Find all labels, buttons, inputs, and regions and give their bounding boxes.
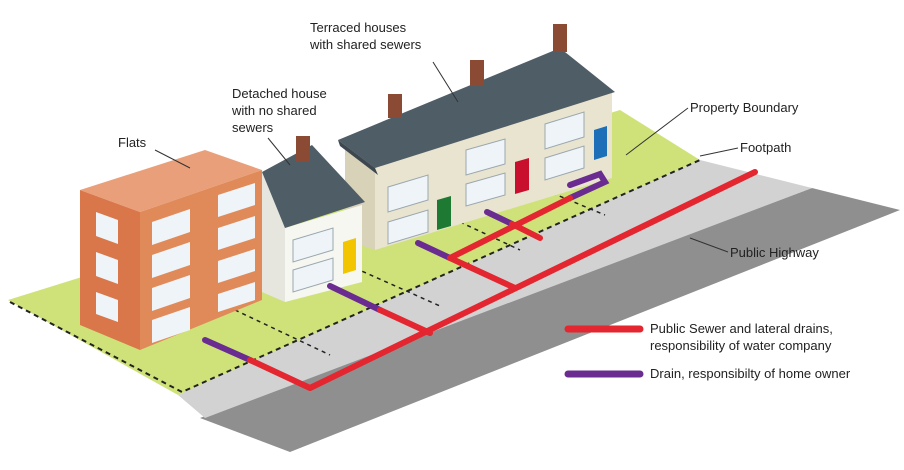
property-boundary-line <box>9 159 701 394</box>
window <box>218 183 255 217</box>
window <box>152 307 190 343</box>
window <box>96 212 118 244</box>
private-drains <box>202 170 610 363</box>
leader-lines <box>154 61 739 253</box>
window <box>152 275 190 311</box>
lateral-detached <box>377 307 433 336</box>
window <box>96 252 118 284</box>
leader-flats <box>154 149 191 169</box>
window <box>387 209 429 245</box>
window <box>152 209 190 245</box>
door-yellow <box>343 238 356 274</box>
leader-terraced <box>432 61 459 103</box>
drain-flats <box>202 337 253 363</box>
label-terraced-2: with shared sewers <box>309 37 422 52</box>
label-flats: Flats <box>118 135 147 150</box>
window <box>465 172 506 207</box>
window <box>292 227 334 263</box>
label-detached-1: Detached house <box>232 86 327 101</box>
window <box>544 145 585 181</box>
label-terraced-1: Terraced houses <box>310 20 407 35</box>
plot-divider <box>234 309 331 356</box>
detached-roof <box>262 145 365 228</box>
label-property-boundary: Property Boundary <box>690 100 799 115</box>
leader-public-highway <box>689 237 729 253</box>
terraced-roof-edge <box>338 140 378 175</box>
window <box>218 249 255 283</box>
window <box>544 111 585 150</box>
annotations: Flats Detached house with no shared sewe… <box>118 20 819 260</box>
window <box>152 242 190 278</box>
window <box>387 174 429 213</box>
terraced-roof <box>338 48 615 168</box>
drain-detached <box>327 283 383 313</box>
public-sewer-main <box>247 169 758 391</box>
leader-detached <box>267 137 291 166</box>
detached-house <box>262 136 365 302</box>
public-highway-surface <box>200 188 900 452</box>
legend: Public Sewer and lateral drains, respons… <box>564 321 851 381</box>
lateral-terrace <box>447 255 518 291</box>
chimney <box>470 60 484 86</box>
label-detached-2: with no shared <box>231 103 317 118</box>
flats-building <box>80 150 262 350</box>
label-footpath: Footpath <box>740 140 791 155</box>
chimney <box>296 136 310 162</box>
drain-terrace-2 <box>484 209 515 227</box>
window <box>465 138 506 176</box>
flats-roof <box>80 150 262 212</box>
shared-sewer-terrace <box>447 195 573 261</box>
drain-terrace-1 <box>415 240 453 261</box>
leader-footpath <box>699 147 739 157</box>
legend-drain: Drain, responsibilty of home owner <box>650 366 851 381</box>
lateral-terrace-2 <box>509 221 543 241</box>
window <box>292 257 334 293</box>
drain-terrace-3 <box>567 170 610 201</box>
public-sewer <box>247 169 758 391</box>
leader-property-boundary <box>625 107 689 156</box>
window <box>218 216 255 250</box>
chimney <box>388 94 402 118</box>
label-detached-3: sewers <box>232 120 274 135</box>
detached-side-wall <box>262 172 285 302</box>
label-public-highway: Public Highway <box>730 245 819 260</box>
door-green <box>437 196 451 230</box>
door-red <box>515 158 529 194</box>
door-blue <box>594 126 607 160</box>
window <box>218 282 255 312</box>
legend-public-sewer-line1: Public Sewer and lateral drains, <box>650 321 833 336</box>
legend-public-sewer-line2: responsibility of water company <box>650 338 832 353</box>
terraced-houses <box>338 24 615 250</box>
window <box>96 292 118 322</box>
chimney <box>553 24 567 52</box>
